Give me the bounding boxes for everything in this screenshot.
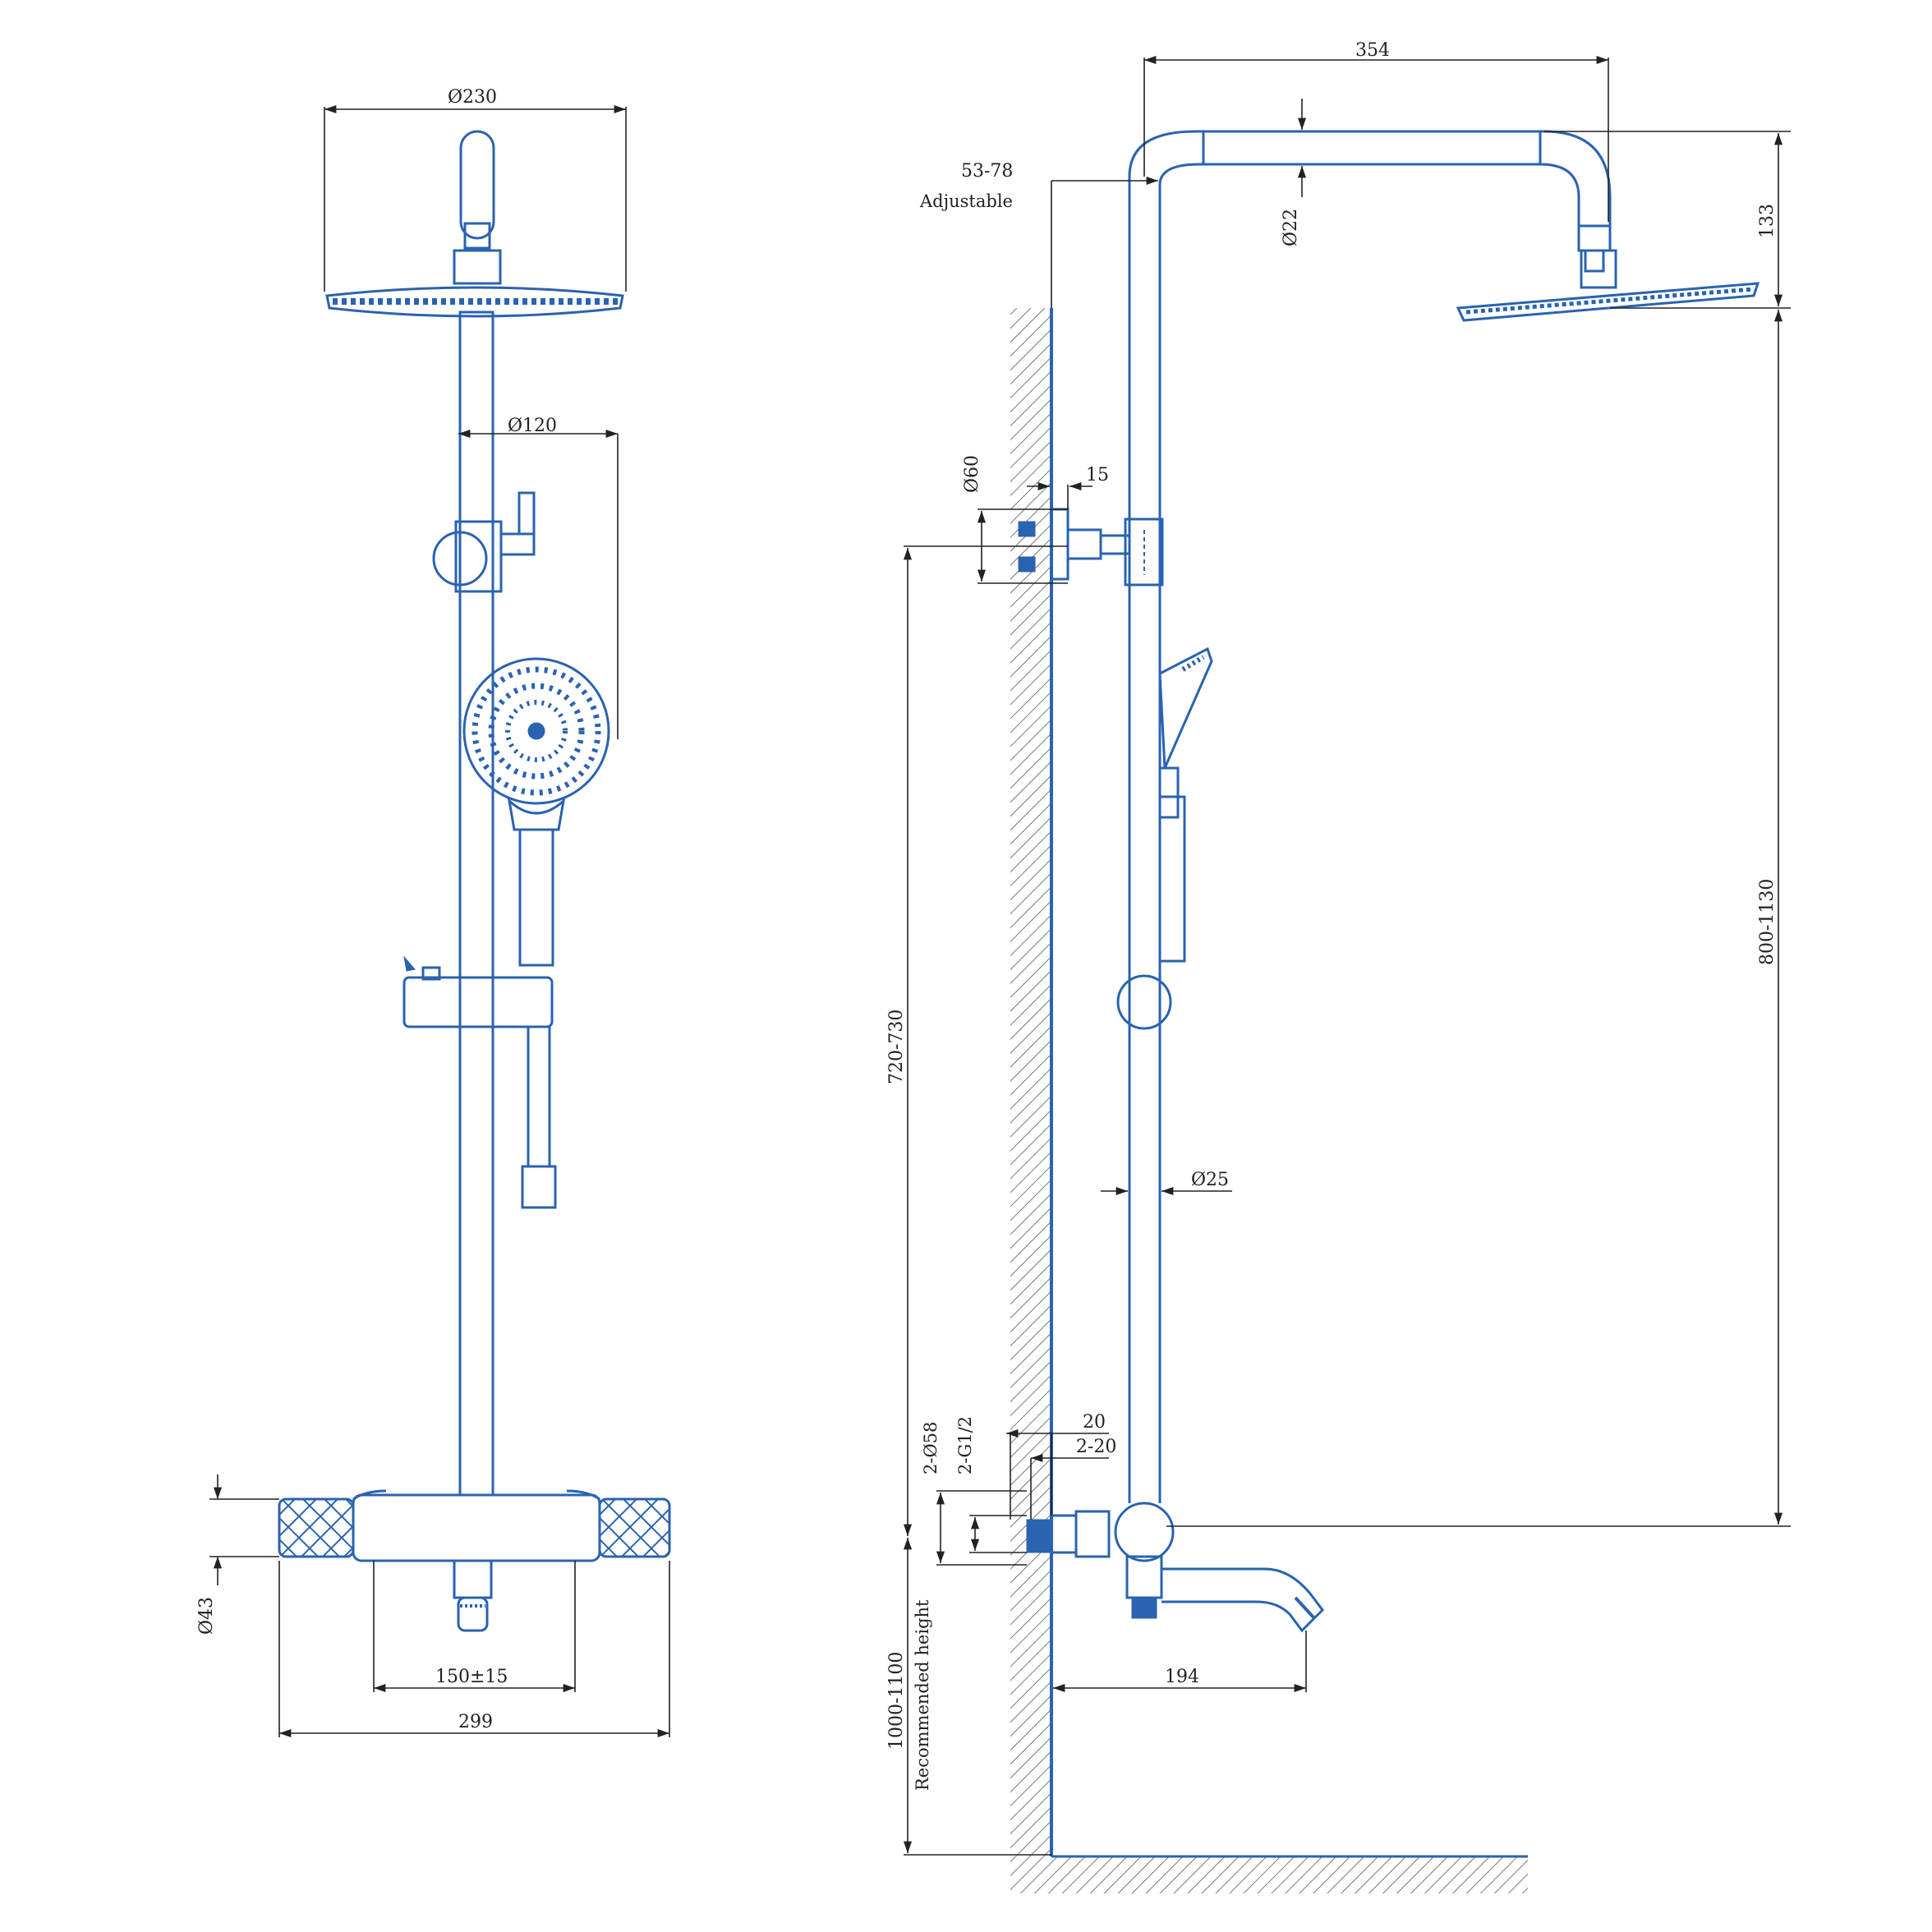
dim-thread: 2-G1/2: [955, 1416, 975, 1474]
side-mixer-body: [1114, 1502, 1175, 1562]
side-view: [1010, 130, 1760, 1893]
dim-rail-height: 800-1130: [1757, 879, 1778, 965]
dim-bracket-diameter: Ø60: [962, 455, 982, 493]
side-slider: [1116, 974, 1172, 1030]
bracket-knob: [518, 491, 536, 536]
dim-arm-reach: 354: [1355, 40, 1390, 61]
dim-mixer-diameter: Ø43: [196, 1597, 217, 1635]
dim-inlet-spacing: 150±15: [435, 1667, 508, 1687]
dim-rail-diameter: Ø25: [1191, 1170, 1229, 1190]
dim-mixer-width: 299: [458, 1712, 493, 1732]
slider: [402, 976, 554, 1028]
front-slide-rail: [458, 310, 494, 1497]
hand-shower-neck: [507, 797, 566, 831]
hose: [527, 1025, 551, 1168]
dim-arm-diameter: Ø22: [1281, 209, 1301, 246]
dim-eccentric-depth: 20: [1083, 1412, 1106, 1433]
hose-nut: [521, 1165, 557, 1209]
dim-eccentric-diameter: 2-Ø58: [921, 1422, 941, 1474]
wall-bracket-disc: [432, 531, 488, 586]
wall: [1010, 308, 1051, 1856]
side-bracket-clamp: [1124, 518, 1164, 586]
mixer-knob-left: [278, 1497, 355, 1558]
spout: [453, 1559, 493, 1599]
dim-overhead-diameter: Ø230: [448, 87, 497, 108]
eccentric-inlet: [1026, 1519, 1052, 1553]
dim-spout-reach: 194: [1165, 1667, 1199, 1687]
side-bracket-plate: [1050, 508, 1070, 581]
dim-wall-offset: 53-78: [961, 161, 1013, 182]
side-overhead-head: [1456, 282, 1760, 322]
side-riser-arm: [1128, 130, 1612, 1503]
dim-eccentric-offset: 2-20: [1076, 1437, 1116, 1457]
overhead-shower-head: [325, 286, 624, 318]
front-dimensions: Ø230 Ø120 Ø43 150±15 299: [196, 87, 670, 1738]
bracket-clamp: [499, 532, 536, 556]
side-spout: [1162, 1567, 1324, 1633]
front-view: [278, 130, 671, 1632]
floor: [1010, 1856, 1528, 1893]
dim-handheld-diameter: Ø120: [508, 416, 557, 436]
overhead-arm: [459, 130, 495, 240]
side-hand-shower: [1158, 646, 1213, 769]
wall-offset-note: Adjustable: [919, 191, 1013, 211]
hand-shower-handle: [518, 828, 554, 967]
wall-bracket: [454, 520, 503, 593]
mixer-knob-right: [598, 1497, 671, 1558]
arm-nut: [463, 222, 491, 250]
mixer-body: [352, 1493, 601, 1562]
side-dimensions: 354 53-78 Adjustable Ø22 133 800-1130 Ø6…: [886, 40, 1791, 1856]
dim-mount-height: 1000-1100: [886, 1652, 907, 1750]
head-connector: [453, 249, 502, 285]
mount-height-note: Recommended height: [913, 1599, 932, 1791]
dim-bracket-height: 720-730: [886, 1010, 907, 1084]
dim-bracket-depth: 15: [1086, 465, 1109, 485]
dim-head-drop: 133: [1757, 204, 1778, 238]
hand-shower-face: [462, 657, 610, 805]
